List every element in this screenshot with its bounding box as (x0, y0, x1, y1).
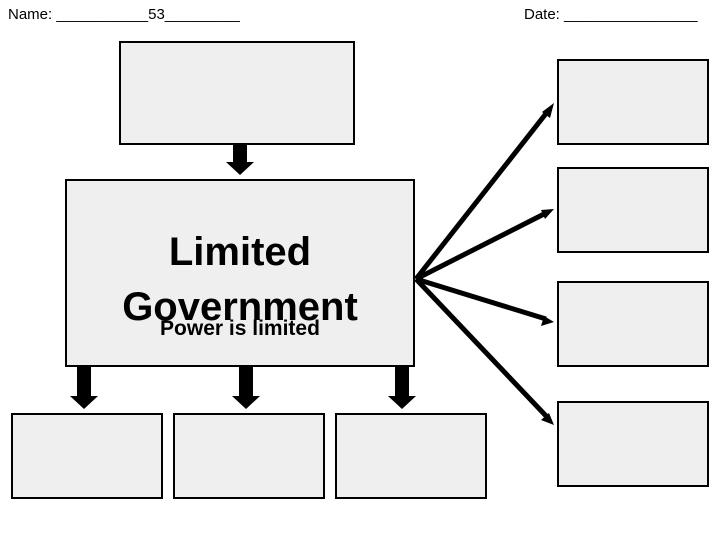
arrow-main-to-right-3 (415, 276, 554, 326)
bottom-blank-box-1 (11, 413, 163, 499)
bottom-blank-box-2 (173, 413, 325, 499)
name-field-label: Name: ___________53_________ (8, 6, 240, 23)
main-title-line2: Government (122, 285, 358, 329)
arrow-main-to-right-2 (414, 209, 554, 282)
right-blank-box-4 (557, 401, 709, 487)
arrow-main-to-bottom-center (232, 367, 260, 409)
top-blank-box (119, 41, 355, 145)
right-blank-box-3 (557, 281, 709, 367)
arrow-main-to-right-4 (414, 277, 554, 425)
main-concept-subtitle: Power is limited (160, 317, 320, 340)
main-concept-title: Limited Government (67, 225, 413, 335)
arrow-main-to-bottom-left (70, 367, 98, 409)
arrow-main-to-right-1 (414, 103, 554, 281)
arrow-top-to-main (226, 145, 254, 175)
main-concept-box: Limited Government Power is limited (65, 179, 415, 367)
right-blank-box-2 (557, 167, 709, 253)
right-blank-box-1 (557, 59, 709, 145)
arrow-main-to-bottom-right (388, 367, 416, 409)
bottom-blank-box-3 (335, 413, 487, 499)
date-field-label: Date: ________________ (524, 6, 698, 23)
main-title-line1: Limited (168, 230, 312, 274)
